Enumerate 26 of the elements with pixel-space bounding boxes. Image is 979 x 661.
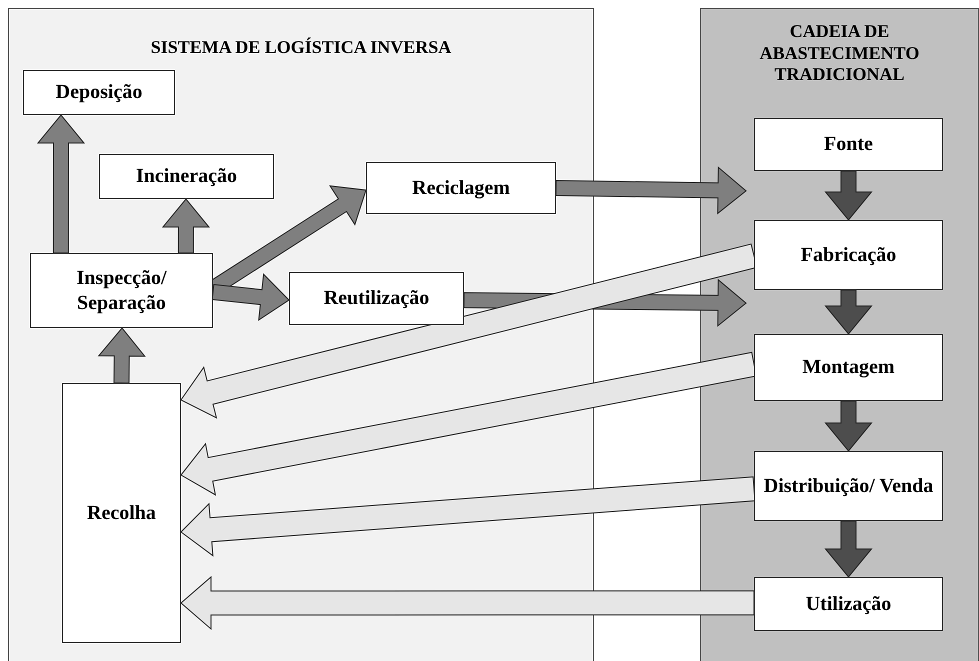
block-arrow [180, 476, 756, 557]
block-arrow [824, 290, 873, 335]
block-arrow [824, 170, 873, 221]
process-box: Utilização [754, 577, 943, 631]
block-arrow [824, 520, 873, 578]
process-box: Montagem [754, 334, 943, 401]
process-box: Reutilização [289, 272, 464, 325]
process-box: Fabricação [754, 220, 943, 290]
block-arrow [36, 114, 86, 254]
process-box: Reciclagem [366, 162, 556, 214]
process-box: Fonte [754, 118, 943, 171]
block-arrow [212, 273, 290, 321]
block-arrow [180, 576, 754, 630]
panel-heading: CADEIA DE ABASTECIMENTO TRADICIONAL [758, 21, 920, 86]
block-arrow [180, 352, 757, 496]
block-arrow [555, 166, 747, 214]
block-arrow [98, 327, 146, 384]
panel-heading: SISTEMA DE LOGÍSTICA INVERSA [150, 37, 452, 59]
block-arrow [162, 198, 210, 254]
process-box: Inspecção/ Separação [30, 253, 213, 328]
block-arrow [824, 400, 873, 452]
process-box: Recolha [62, 383, 181, 643]
panel-background [700, 8, 979, 661]
process-box: Distribuição/ Venda [754, 451, 943, 521]
process-box: Deposição [23, 70, 175, 115]
process-box: Incineração [99, 154, 274, 199]
